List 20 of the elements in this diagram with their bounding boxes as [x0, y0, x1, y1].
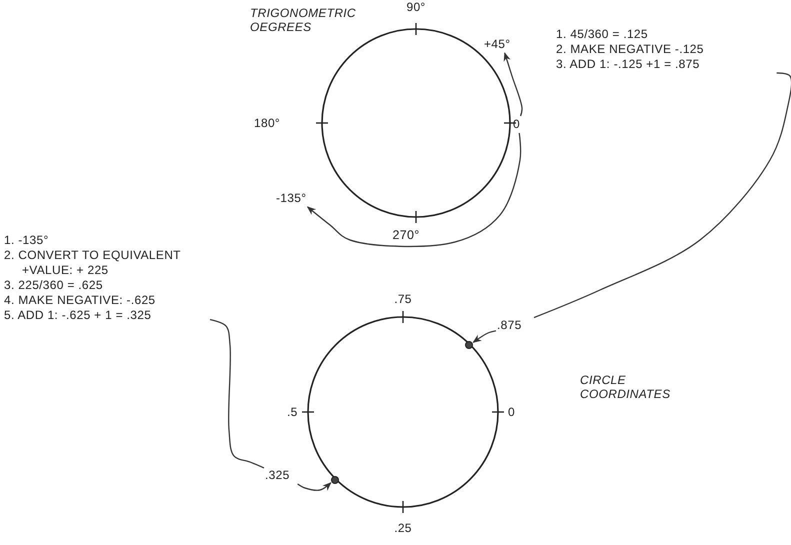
- scale-label: .5: [287, 405, 298, 420]
- step-text: 2. CONVERT TO EQUIVALENT +VALUE: + 225: [4, 248, 182, 278]
- value-label: +45°: [484, 37, 520, 52]
- step-text: 2. MAKE NEGATIVE -.125: [556, 42, 705, 57]
- step-text: 1. -135°: [4, 233, 50, 248]
- value-label: .325: [265, 468, 299, 483]
- step-text: 1. 45/360 = .125: [556, 27, 649, 42]
- value-label: -135°: [276, 191, 318, 206]
- step-text: 3. ADD 1: -.125 +1 = .875: [556, 57, 701, 72]
- scale-label: 0: [508, 405, 515, 420]
- scale-label: 180°: [254, 116, 280, 131]
- step-text: 4. MAKE NEGATIVE: -.625: [4, 293, 156, 308]
- diagram-heading: TRIGONOMETRIC OEGREES: [250, 6, 357, 34]
- scale-label: .75: [394, 292, 412, 307]
- step-text: 5. ADD 1: -.625 + 1 = .325: [4, 308, 152, 323]
- value-label: .875: [497, 318, 533, 333]
- step-text: 3. 225/360 = .625: [4, 278, 104, 293]
- scale-label: .25: [394, 521, 412, 536]
- diagram-heading: CIRCLE COORDINATES: [580, 373, 672, 401]
- scale-label: 90°: [406, 0, 426, 15]
